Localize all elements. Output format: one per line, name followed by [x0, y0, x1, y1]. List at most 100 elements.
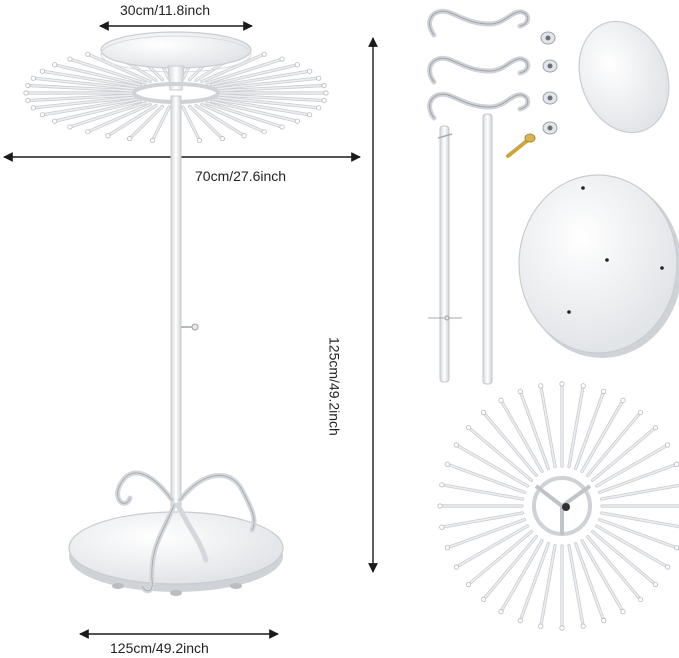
s-hooks	[427, 8, 531, 121]
arm-rod-highlight	[182, 106, 201, 142]
center-pole	[170, 95, 182, 547]
arm-end-cap	[196, 137, 203, 144]
arm-rod-highlight	[482, 411, 538, 477]
arm-end-cap	[480, 596, 487, 603]
arm-rod-highlight	[217, 77, 320, 90]
arm-end-cap	[453, 564, 459, 570]
arm-rod-highlight	[595, 525, 669, 568]
arm-rod-highlight	[500, 539, 543, 613]
arm-end-cap	[444, 545, 450, 551]
arm-rod-highlight	[441, 484, 524, 500]
arm-end-cap	[559, 625, 565, 631]
arm-end-cap	[105, 133, 111, 139]
arm-end-cap	[652, 424, 659, 431]
top-plate	[100, 31, 252, 69]
arm-end-cap	[39, 68, 45, 74]
arm-end-cap	[23, 90, 29, 96]
arm-end-cap	[480, 409, 487, 416]
arm-end-cap	[52, 62, 58, 68]
arm-rod-highlight	[41, 98, 138, 116]
arm-rod-highlight	[218, 94, 325, 102]
arm-rod-highlight	[214, 70, 311, 88]
arm-end-cap	[261, 51, 267, 57]
arm-end-cap	[665, 564, 671, 570]
arm-end-cap	[316, 75, 322, 81]
arm-rod-highlight	[69, 102, 146, 128]
arm-end-cap	[674, 461, 679, 467]
arm-end-cap	[580, 383, 586, 389]
arm-rod-highlight	[574, 542, 605, 622]
arm-wheel-part	[437, 381, 679, 631]
arm-end-cap	[637, 409, 644, 416]
arm-end-cap	[279, 56, 285, 62]
arm-rod-highlight	[591, 426, 657, 482]
tightening-knob	[181, 323, 199, 331]
arm-end-cap	[52, 118, 58, 124]
arm-rod-highlight	[574, 390, 605, 470]
arm-end-cap	[453, 442, 459, 448]
arm-end-cap	[601, 618, 607, 624]
arm-end-cap	[674, 545, 679, 551]
arm-rod-highlight	[27, 84, 134, 92]
arm-rod-highlight	[87, 103, 151, 133]
arm-span-dimension-label: 70cm/27.6inch	[195, 168, 287, 184]
arm-rod-highlight	[482, 535, 538, 601]
arm-end-cap	[538, 383, 544, 389]
arm-rod-highlight	[540, 385, 556, 468]
arm-end-cap	[321, 82, 327, 89]
arm-end-cap	[25, 97, 31, 104]
arm-end-cap	[437, 503, 443, 509]
arm-end-cap	[601, 388, 607, 394]
arm-end-cap	[517, 618, 523, 624]
arm-rod-highlight	[188, 105, 224, 140]
arm-end-cap	[498, 397, 504, 403]
arm-rod-highlight	[598, 463, 678, 494]
arm-rod-highlight	[210, 100, 299, 123]
arm-rod-highlight	[581, 399, 624, 473]
arm-rod-highlight	[201, 103, 265, 133]
arm-rod-highlight	[467, 530, 533, 586]
arm-rod-highlight	[53, 63, 142, 86]
arm-end-cap	[294, 118, 300, 124]
arm-end-cap	[620, 397, 626, 403]
base-disc	[68, 511, 284, 585]
arm-end-cap	[85, 51, 91, 57]
arm-rod-highlight	[591, 530, 657, 586]
arm-rod-highlight	[600, 484, 679, 500]
arm-end-cap	[307, 68, 313, 74]
arm-end-cap	[67, 56, 73, 62]
arm-rod-highlight	[519, 542, 550, 622]
arm-end-cap	[127, 136, 133, 142]
arm-end-cap	[517, 388, 523, 394]
arm-end-cap	[25, 82, 31, 89]
arm-end-cap	[439, 482, 445, 488]
arm-rod-highlight	[586, 535, 642, 601]
arm-end-cap	[39, 112, 45, 118]
arm-rod-highlight	[195, 104, 245, 137]
height-dimension-label: 125cm/49.2inch	[326, 337, 343, 436]
arm-end-cap	[321, 97, 327, 104]
arm-rod-highlight	[218, 84, 325, 92]
arm-end-cap	[323, 90, 329, 96]
parts-breakdown	[427, 8, 679, 631]
arm-end-cap	[559, 381, 565, 387]
arm-end-cap	[498, 609, 504, 615]
arm-rod-highlight	[455, 444, 529, 487]
arm-end-cap	[241, 133, 247, 139]
arm-end-cap	[279, 124, 285, 130]
arm-end-cap	[439, 524, 445, 530]
arm-rod-highlight	[201, 53, 265, 83]
arm-end-cap	[538, 623, 544, 629]
arm-rod-highlight	[446, 463, 526, 494]
arm-rod-highlight	[151, 106, 170, 142]
arm-rod-highlight	[210, 63, 299, 86]
arm-rod-highlight	[586, 411, 642, 477]
arm-rod-highlight	[519, 390, 550, 470]
arm-wheel-hub	[532, 476, 592, 536]
arm-rod-highlight	[53, 100, 142, 123]
arm-end-cap	[149, 137, 156, 144]
arm-rod-highlight	[27, 94, 134, 102]
arm-rod-highlight	[32, 96, 135, 109]
arm-end-cap	[652, 581, 659, 588]
arm-end-cap	[261, 129, 267, 135]
